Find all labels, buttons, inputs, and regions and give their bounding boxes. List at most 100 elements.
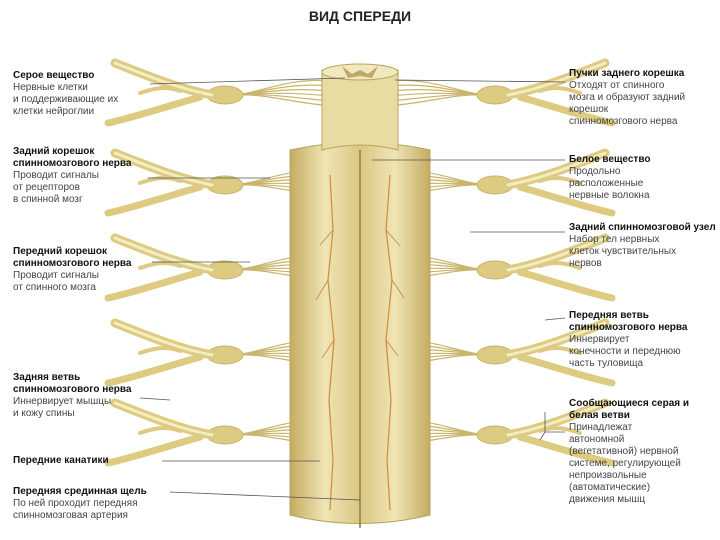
- left-nerve-1: [104, 58, 331, 127]
- label-posterior-root: Задний корешок спинномозгового нерва Про…: [13, 146, 163, 206]
- posterior-ramus: [538, 260, 582, 270]
- spinal-cord: [289, 63, 431, 528]
- left-nerve-5: [104, 398, 331, 467]
- posterior-ramus: [138, 260, 182, 270]
- label-desc: движения мышц: [569, 494, 646, 505]
- left-nerve-2: [104, 148, 331, 217]
- label-desc: клетки нейроглии: [13, 106, 95, 117]
- anterior-ramus: [104, 268, 204, 302]
- label-heading: Задняя ветвь спинномозгового нерва: [13, 372, 132, 395]
- left-nerves: [104, 58, 331, 467]
- label-heading: Передние канатики: [13, 455, 109, 466]
- nerve-highlight: [113, 236, 214, 272]
- posterior-ramus: [138, 425, 182, 435]
- label-heading: Передний корешок спинномозгового нерва: [13, 246, 132, 269]
- leader-posterior-ramus: [139, 397, 171, 401]
- label-posterior-ramus: Задняя ветвь спинномозгового нерва Иннер…: [13, 372, 163, 420]
- label-desc: корешок: [569, 104, 609, 115]
- posterior-ramus: [538, 175, 582, 185]
- label-desc: Продольно: [569, 166, 621, 177]
- label-desc: Нервные клетки: [13, 82, 88, 93]
- label-desc: нервов: [569, 258, 602, 269]
- label-desc: непроизвольные: [569, 470, 647, 481]
- label-desc: спинномозгового нерва: [569, 116, 678, 127]
- label-desc: и поддерживающие их: [13, 94, 119, 105]
- label-desc: от спинного мозга: [13, 282, 96, 293]
- posterior-ramus: [138, 345, 182, 355]
- artery-branches: [315, 229, 405, 359]
- label-desc: клеток чувствительных: [569, 246, 677, 257]
- label-desc: (вегетативной) нервной: [569, 446, 679, 457]
- anterior-ramus: [104, 93, 204, 127]
- label-desc: и кожу спины: [13, 408, 75, 419]
- nerve-highlight: [506, 401, 607, 437]
- label-heading: Задний корешок спинномозгового нерва: [13, 146, 132, 169]
- anterior-ramus: [104, 353, 204, 387]
- label-desc: Проводит сигналы: [13, 170, 99, 181]
- label-heading: Сообщающиеся серая и белая ветви: [569, 398, 690, 421]
- nerve-highlight: [113, 321, 214, 357]
- label-anterior-root: Передний корешок спинномозгового нерва П…: [13, 246, 163, 294]
- label-heading: Передняя ветвь спинномозгового нерва: [569, 310, 688, 333]
- leader-median-fissure: [169, 491, 361, 501]
- label-ganglion: Задний спинномозговой узел Набор тел нер…: [569, 222, 717, 270]
- diagram-title: ВИД СПЕРЕДИ: [308, 8, 412, 24]
- gray-matter-butterfly: [342, 66, 378, 78]
- label-desc: от рецепторов: [13, 182, 80, 193]
- label-heading: Белое вещество: [569, 154, 651, 165]
- posterior-ramus: [538, 425, 582, 435]
- label-root-fascicles: Пучки заднего корешка Отходят от спинног…: [569, 68, 717, 128]
- posterior-ramus: [538, 85, 582, 95]
- label-desc: По ней проходит передняя: [13, 498, 138, 509]
- anterior-ramus: [516, 183, 616, 217]
- leader-lines: [139, 77, 566, 501]
- nerve-highlight: [113, 401, 214, 437]
- anterior-ramus: [516, 93, 616, 127]
- label-heading: Передняя срединная щель: [13, 486, 147, 497]
- nerve-highlight: [506, 236, 607, 272]
- label-desc: спинномозговая артерия: [13, 510, 128, 521]
- label-desc: Иннервирует: [569, 334, 630, 345]
- label-desc: Набор тел нервных: [569, 234, 660, 245]
- cord-top-section: [321, 69, 399, 151]
- nerve-highlight: [506, 151, 607, 187]
- anterior-ramus: [516, 433, 616, 467]
- right-nerve-4: [389, 318, 616, 387]
- label-heading: Серое вещество: [13, 70, 95, 81]
- label-desc: Отходят от спинного: [569, 80, 665, 91]
- label-communicating-rami: Сообщающиеся серая и белая ветви Принадл…: [569, 398, 717, 506]
- anterior-ramus: [104, 183, 204, 217]
- label-desc: Принадлежат: [569, 422, 633, 433]
- leader-root-fascicles: [394, 79, 566, 83]
- label-desc: Иннервирует мышцы: [13, 396, 112, 407]
- label-desc: мозга и образуют задний: [569, 92, 686, 103]
- posterior-ramus: [138, 85, 182, 95]
- right-nerve-5: [389, 398, 616, 467]
- label-desc: часть туловища: [569, 358, 644, 369]
- anterior-ramus: [516, 268, 616, 302]
- label-desc: (автоматические): [569, 482, 651, 493]
- label-desc: конечности и переднюю: [569, 346, 681, 357]
- label-anterior-funiculi: Передние канатики: [13, 455, 163, 467]
- label-desc: системе, регулирующей: [569, 458, 681, 469]
- nerve-highlight: [113, 151, 214, 187]
- right-nerve-2: [389, 148, 616, 217]
- posterior-ramus: [538, 345, 582, 355]
- label-desc: в спинной мозг: [13, 194, 83, 205]
- label-anterior-ramus: Передняя ветвь спинномозгового нерва Инн…: [569, 310, 717, 370]
- nerve-highlight: [506, 321, 607, 357]
- label-heading: Пучки заднего корешка: [569, 68, 685, 79]
- label-desc: нервные волокна: [569, 190, 650, 201]
- anterior-ramus: [516, 353, 616, 387]
- label-gray-matter: Серое вещество Нервные клетки и поддержи…: [13, 70, 163, 118]
- nerve-highlight: [113, 61, 214, 97]
- anterior-ramus: [104, 433, 204, 467]
- label-desc: расположенные: [569, 178, 644, 189]
- label-median-fissure: Передняя срединная щель По ней проходит …: [13, 486, 183, 522]
- leader-communicating-rami: [539, 412, 565, 441]
- label-white-matter: Белое вещество Продольно расположенные н…: [569, 154, 717, 202]
- label-desc: автономной: [569, 434, 625, 445]
- label-heading: Задний спинномозговой узел: [569, 222, 716, 233]
- label-desc: Проводит сигналы: [13, 270, 99, 281]
